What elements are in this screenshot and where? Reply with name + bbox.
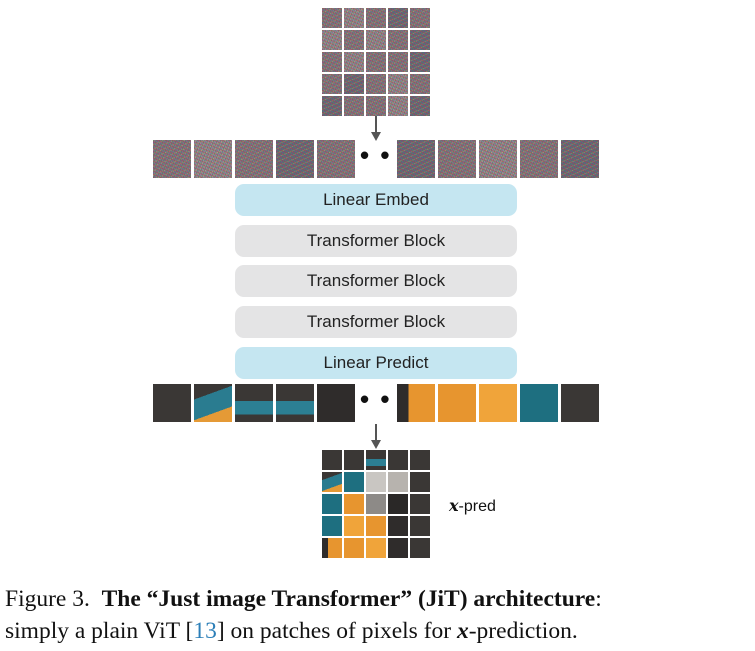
- noisy-patch: [366, 96, 386, 116]
- caption-text-a: simply a plain ViT [: [5, 618, 194, 644]
- image-patch: [366, 494, 386, 514]
- noisy-patch-sequence-left: [153, 140, 355, 178]
- image-patch: [479, 384, 517, 422]
- noisy-patch: [344, 96, 364, 116]
- image-patch: [344, 516, 364, 536]
- image-patch: [388, 538, 408, 558]
- flow-arrow-line: [375, 116, 377, 134]
- clean-patch-sequence-right: [397, 384, 599, 422]
- image-patch: [322, 538, 342, 558]
- figure-caption: Figure 3. The “Just image Transformer” (…: [5, 583, 755, 647]
- noisy-patch: [322, 8, 342, 28]
- image-patch: [194, 384, 232, 422]
- arrow-down-icon: [371, 440, 381, 449]
- noisy-patch: [388, 30, 408, 50]
- noisy-input-image-grid: [322, 8, 430, 116]
- image-patch: [410, 472, 430, 492]
- image-patch: [397, 384, 435, 422]
- image-patch: [410, 516, 430, 536]
- noisy-patch: [438, 140, 476, 178]
- noisy-patch: [397, 140, 435, 178]
- noisy-patch: [410, 30, 430, 50]
- flow-arrow-line: [375, 424, 377, 442]
- clean-patch-sequence-left: [153, 384, 355, 422]
- x-pred-label: x-pred: [449, 496, 496, 516]
- noisy-patch: [322, 74, 342, 94]
- noisy-patch: [410, 52, 430, 72]
- image-patch: [388, 450, 408, 470]
- image-patch: [344, 472, 364, 492]
- x-pred-suffix: -pred: [458, 498, 496, 515]
- noisy-patch: [235, 140, 273, 178]
- image-patch: [322, 516, 342, 536]
- noisy-patch: [479, 140, 517, 178]
- image-patch: [388, 472, 408, 492]
- caption-text-c: -prediction.: [468, 618, 578, 644]
- citation-link[interactable]: 13: [193, 618, 217, 644]
- noisy-patch: [388, 74, 408, 94]
- figure-number: Figure 3.: [5, 586, 90, 612]
- noisy-patch: [388, 8, 408, 28]
- caption-text-b: ] on patches of pixels for: [216, 618, 457, 644]
- image-patch: [388, 494, 408, 514]
- caption-variable: x: [456, 618, 469, 644]
- noisy-patch: [322, 52, 342, 72]
- image-patch: [317, 384, 355, 422]
- image-patch: [438, 384, 476, 422]
- image-patch: [276, 384, 314, 422]
- image-patch: [388, 516, 408, 536]
- transformer-block-3: Transformer Block: [235, 306, 517, 338]
- noisy-patch: [366, 74, 386, 94]
- image-patch: [322, 494, 342, 514]
- image-patch: [235, 384, 273, 422]
- image-patch: [153, 384, 191, 422]
- image-patch: [520, 384, 558, 422]
- noisy-patch: [317, 140, 355, 178]
- image-patch: [366, 450, 386, 470]
- noisy-patch: [344, 8, 364, 28]
- image-patch: [561, 384, 599, 422]
- noisy-patch: [388, 96, 408, 116]
- image-patch: [322, 472, 342, 492]
- linear-predict-block: Linear Predict: [235, 347, 517, 379]
- noisy-patch: [410, 8, 430, 28]
- noisy-patch: [344, 74, 364, 94]
- noisy-patch: [388, 52, 408, 72]
- transformer-block-2: Transformer Block: [235, 265, 517, 297]
- caption-colon: :: [595, 586, 602, 612]
- noisy-patch: [366, 8, 386, 28]
- arrow-down-icon: [371, 132, 381, 141]
- noisy-patch: [410, 96, 430, 116]
- image-patch: [366, 538, 386, 558]
- noisy-patch: [366, 30, 386, 50]
- noisy-patch: [561, 140, 599, 178]
- linear-embed-block: Linear Embed: [235, 184, 517, 216]
- image-patch: [410, 494, 430, 514]
- image-patch: [344, 538, 364, 558]
- image-patch: [366, 472, 386, 492]
- noisy-patch: [520, 140, 558, 178]
- noisy-patch: [322, 96, 342, 116]
- caption-title: The “Just image Transformer” (JiT) archi…: [101, 586, 596, 612]
- noisy-patch: [153, 140, 191, 178]
- noisy-patch: [410, 74, 430, 94]
- noisy-patch: [322, 30, 342, 50]
- x-pred-variable: x: [449, 496, 459, 515]
- image-patch: [410, 450, 430, 470]
- image-patch: [410, 538, 430, 558]
- predicted-image-grid: [322, 450, 430, 558]
- noisy-patch: [276, 140, 314, 178]
- noisy-patch: [344, 30, 364, 50]
- noisy-patch: [194, 140, 232, 178]
- transformer-block-1: Transformer Block: [235, 225, 517, 257]
- image-patch: [344, 450, 364, 470]
- noisy-patch: [366, 52, 386, 72]
- image-patch: [322, 450, 342, 470]
- image-patch: [344, 494, 364, 514]
- noisy-patch: [344, 52, 364, 72]
- noisy-patch-sequence-right: [397, 140, 599, 178]
- image-patch: [366, 516, 386, 536]
